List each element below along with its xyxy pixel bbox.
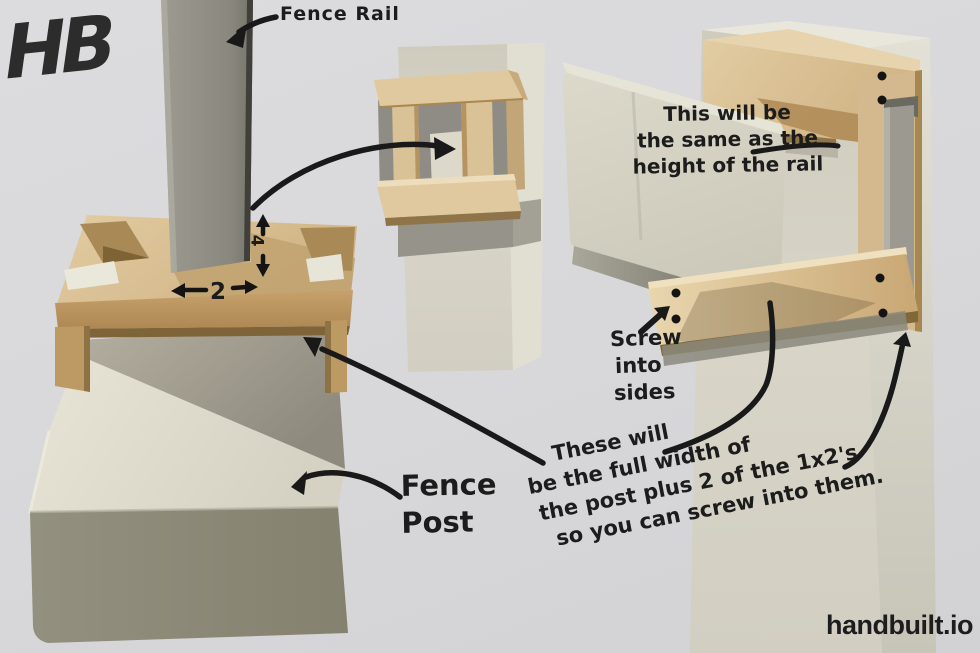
rail-height-note-line: the same as the [636, 125, 819, 153]
middle-bracket-bottom-board [377, 180, 521, 218]
screw-into-them-arrow [842, 339, 906, 470]
fence-post-label-line: Post [401, 504, 474, 540]
rail-height-note-line: height of the rail [632, 151, 824, 179]
right-rail-front-face [563, 73, 786, 308]
screw-into-sides-note: Screw into sides [610, 324, 684, 407]
left-bracket-left-leg [55, 326, 90, 392]
arrowheads [226, 24, 911, 495]
middle-bracket-right-upright [506, 92, 525, 191]
rail-height-note: This will be the same as the height of t… [629, 98, 825, 179]
fence-rail-label: Fence Rail [280, 3, 400, 25]
left-bracket-front-board [55, 290, 353, 329]
left-render-fence-post-assembly [28, 0, 357, 643]
dimension-label-height: 4 [246, 234, 267, 247]
right-bottom-board [648, 254, 918, 345]
right-top-board-top-face [703, 29, 920, 72]
screw-arrow [638, 312, 663, 335]
left-bracket-notch-left [80, 221, 149, 263]
screw-note-line: into [614, 352, 663, 379]
middle-bracket-center-upright [461, 95, 494, 192]
screw-note-line: sides [613, 379, 676, 406]
right-bottom-board-top-face [648, 247, 907, 290]
post-sliver-left [64, 261, 119, 290]
left-fence-rail [161, 0, 253, 273]
screw-holes [671, 71, 888, 324]
middle-render-bracket-front-view [374, 43, 545, 372]
left-post-bottom-face [30, 507, 348, 643]
handbuilt-watermark: handbuilt.io [826, 610, 973, 640]
width-note-left-connector [319, 346, 546, 466]
annotation-arrows [236, 14, 906, 500]
rail-height-pointer-line [750, 142, 841, 155]
right-render-rail-in-bracket [562, 21, 936, 653]
left-post-front-face [30, 355, 345, 512]
detail-view-arrow [250, 141, 441, 211]
left-post-top-face [60, 326, 345, 469]
width-note-right-connector [662, 300, 776, 455]
post-sliver-right [306, 254, 344, 282]
dimension-label-width: 2 [210, 279, 227, 305]
right-bracket-shadow [662, 311, 908, 366]
rail-height-note-line: This will be [663, 99, 791, 127]
hb-logo: HB [0, 0, 117, 98]
fence-post-label: Fence Post [400, 466, 497, 542]
fence-post-label-line: Fence [400, 467, 497, 503]
fence-post-arrow [303, 470, 403, 500]
middle-bracket-top-board [374, 70, 523, 107]
dimension-arrows [180, 222, 266, 293]
right-rail-top-face [562, 62, 786, 136]
screw-note-line: Screw [609, 324, 683, 352]
